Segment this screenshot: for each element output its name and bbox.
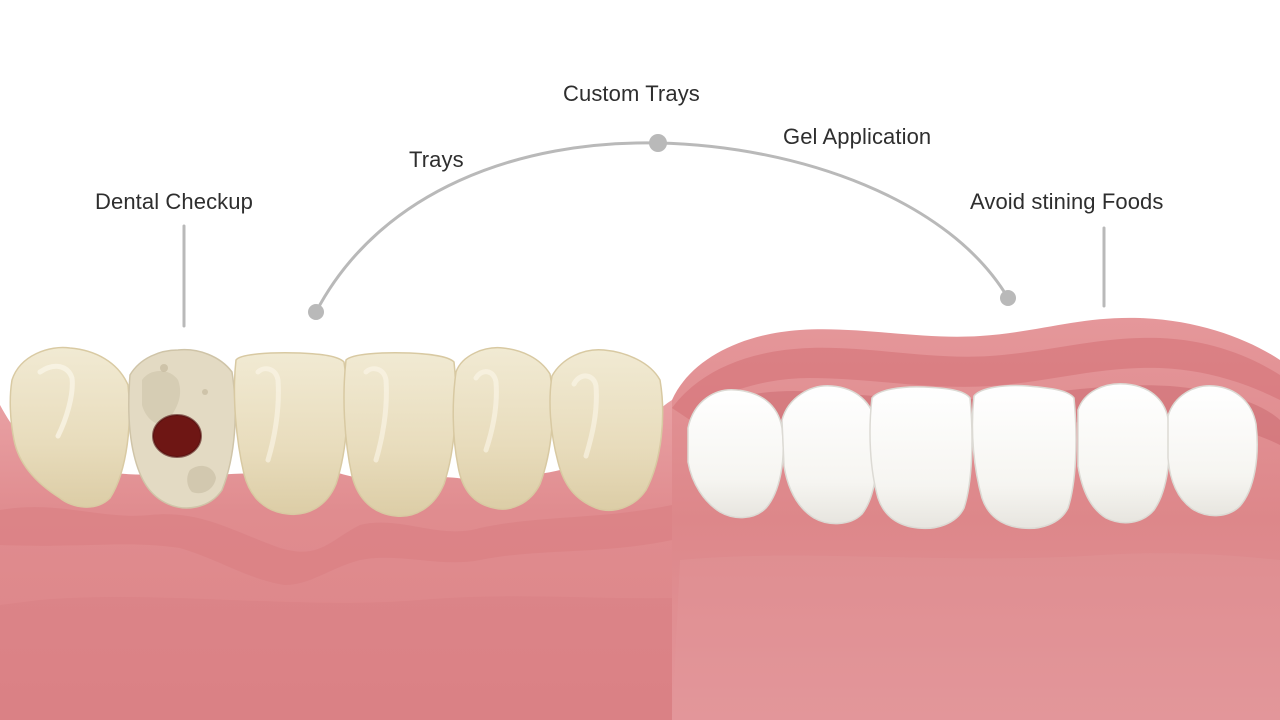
white-tooth-3	[869, 386, 973, 530]
process-connectors	[182, 141, 1106, 328]
stained-tooth-3	[233, 352, 349, 516]
white-tooth-1	[687, 389, 784, 519]
stained-tooth-1	[9, 346, 131, 508]
trays-label: Trays	[409, 147, 464, 172]
cavity-icon	[153, 415, 201, 457]
gel-application-label: Gel Application	[783, 124, 932, 149]
avoid-staining-foods-label: Avoid stining Foods	[970, 189, 1164, 214]
dental-checkup-label: Dental Checkup	[95, 189, 253, 214]
stained-tooth-4	[343, 352, 457, 517]
stained-tooth-5	[452, 347, 554, 510]
white-tooth-6	[1167, 385, 1258, 517]
stained-tooth-6	[549, 349, 664, 511]
dot-icon	[649, 134, 667, 152]
stained-teeth-section	[0, 346, 672, 720]
white-tooth-4	[971, 384, 1077, 530]
white-tooth-5	[1077, 383, 1171, 524]
dot-icon	[1000, 290, 1016, 306]
dot-icon	[308, 304, 324, 320]
custom-trays-label: Custom Trays	[563, 81, 700, 106]
whitened-teeth-section	[672, 317, 1280, 720]
